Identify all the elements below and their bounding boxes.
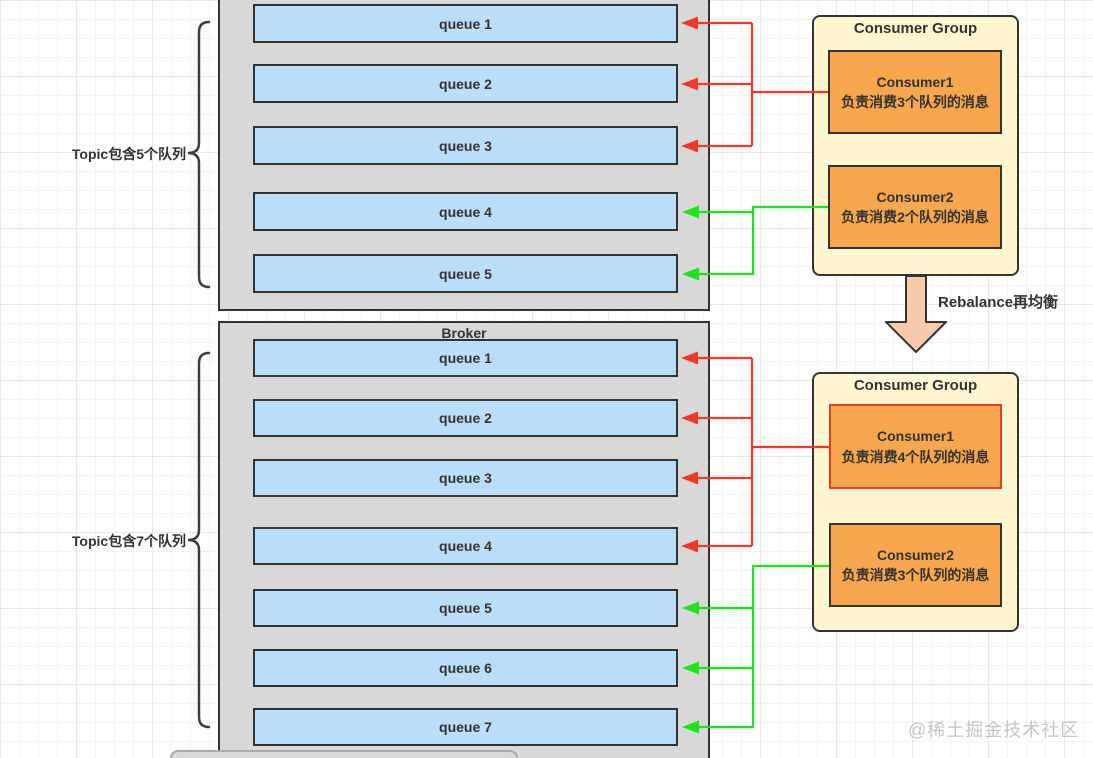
queue-node: queue 2 xyxy=(253,64,678,103)
queue-node: queue 5 xyxy=(253,589,678,627)
consumer-node-highlighted: Consumer1 负责消费4个队列的消息 xyxy=(829,404,1002,489)
queue-node: queue 1 xyxy=(253,339,678,377)
red-arrows-bottom xyxy=(697,356,829,548)
broker-title: Broker xyxy=(441,325,487,341)
consumer-name: Consumer1 xyxy=(876,73,954,90)
partial-shape-bottom xyxy=(170,750,518,758)
queue-node: queue 3 xyxy=(253,126,678,165)
brace-top xyxy=(187,20,211,289)
consumer-desc: 负责消费3个队列的消息 xyxy=(841,567,990,583)
consumer-group-title: Consumer Group xyxy=(853,377,978,394)
queue-node: queue 4 xyxy=(253,527,678,565)
rebalance-label: Rebalance再均衡 xyxy=(938,294,1059,311)
queue-node: queue 6 xyxy=(253,649,678,687)
consumer-node: Consumer2 负责消费3个队列的消息 xyxy=(829,523,1002,607)
queue-node: queue 4 xyxy=(253,192,678,231)
consumer-desc: 负责消费2个队列的消息 xyxy=(841,209,989,225)
topic-label-top: Topic包含5个队列 xyxy=(71,146,186,162)
queue-node: queue 7 xyxy=(253,708,678,746)
queue-node: queue 1 xyxy=(253,4,678,43)
topic-label-bottom: Topic包含7个队列 xyxy=(71,533,186,549)
rebalance-down-arrow xyxy=(885,275,947,353)
green-arrows-bottom xyxy=(698,564,829,729)
queue-node: queue 2 xyxy=(253,399,678,437)
consumer-name: Consumer2 xyxy=(876,188,954,205)
queue-node: queue 5 xyxy=(253,254,678,293)
consumer-desc: 负责消费3个队列的消息 xyxy=(841,94,989,110)
consumer-node: Consumer2 负责消费2个队列的消息 xyxy=(828,165,1002,249)
consumer-node: Consumer1 负责消费3个队列的消息 xyxy=(828,50,1002,134)
watermark: @稀土掘金技术社区 xyxy=(908,720,1080,740)
consumer-name: Consumer1 xyxy=(876,428,955,445)
consumer-name: Consumer2 xyxy=(876,546,955,563)
red-arrows-top xyxy=(697,21,828,148)
brace-bottom xyxy=(187,351,211,729)
consumer-group-title: Consumer Group xyxy=(853,20,978,37)
green-arrows-top xyxy=(698,205,828,276)
consumer-desc: 负责消费4个队列的消息 xyxy=(841,448,990,465)
queue-node: queue 3 xyxy=(253,459,678,497)
